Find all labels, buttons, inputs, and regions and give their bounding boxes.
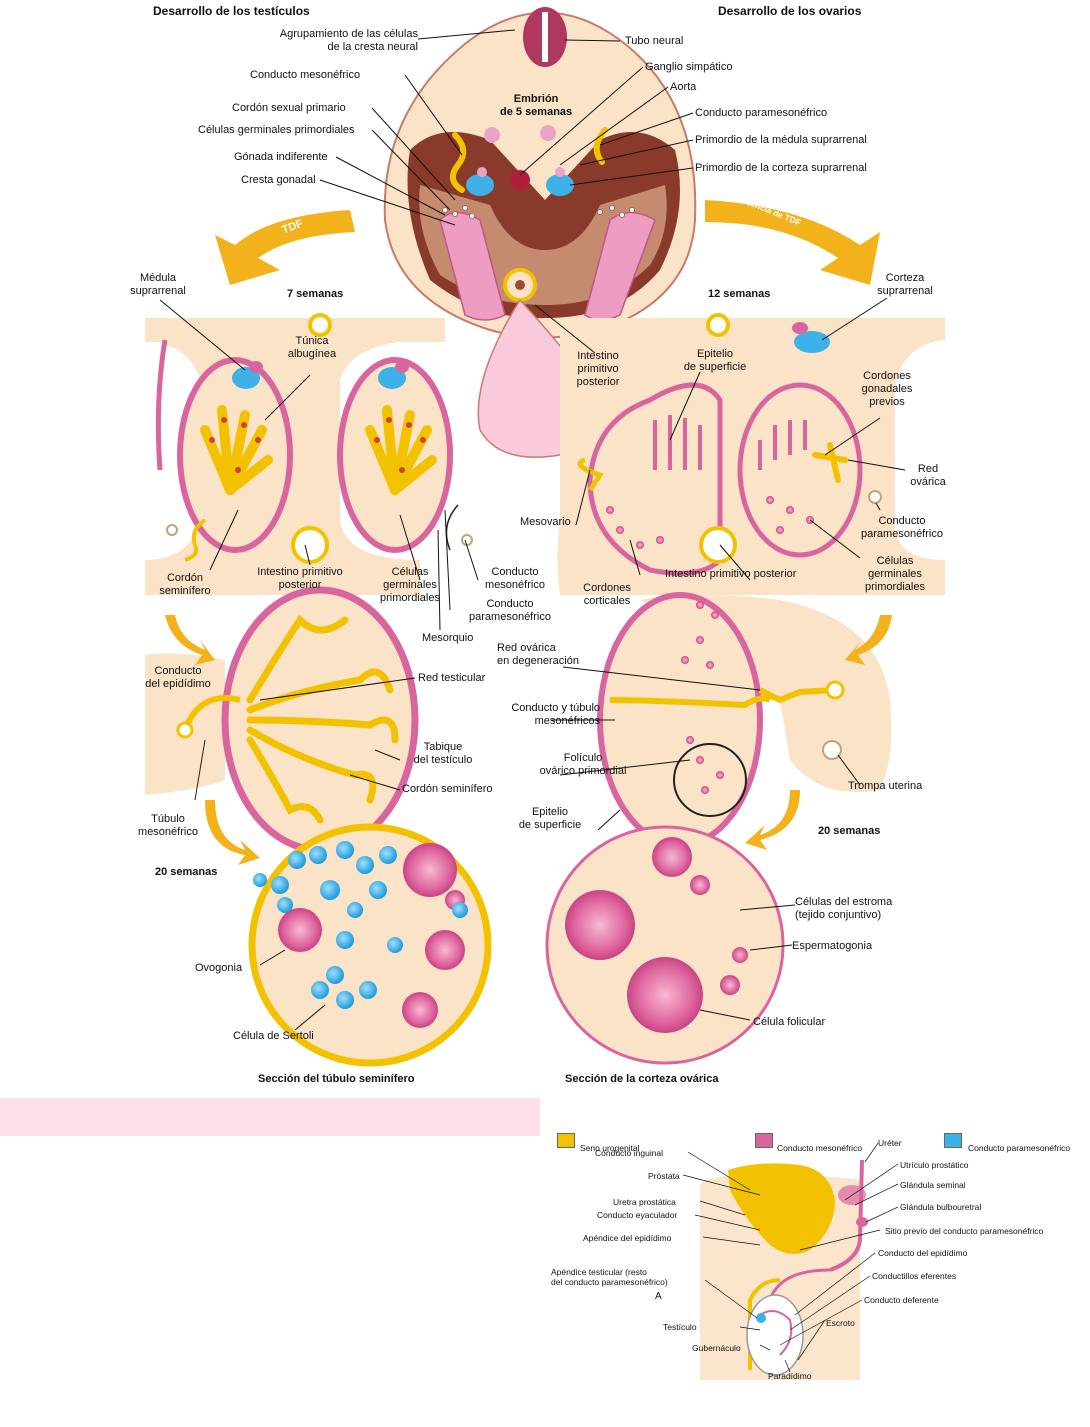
label-hindgut-left: Intestino primitivo posterior	[257, 566, 343, 591]
figb-panel-letter: A	[655, 1291, 662, 1302]
ovarian-cortex-section	[545, 825, 785, 1065]
legend-label-paramesonephric: Conducto paramesonéfrico	[968, 1143, 1071, 1153]
figure-b-leaders	[682, 1142, 899, 1373]
week-20-left-label: 20 semanas	[155, 866, 218, 878]
embryo-5-weeks-label: Embrión de 5 semanas	[500, 93, 573, 118]
label-epididymal-duct: Conducto del epidídimo	[145, 665, 211, 690]
section-seminiferous-title: Sección del túbulo seminífero	[258, 1073, 415, 1085]
figb-vas-deferens: Conducto deferente	[864, 1295, 939, 1305]
label-neural-tube: Tubo neural	[625, 35, 684, 47]
figb-efferent: Conductillos eferentes	[872, 1271, 957, 1281]
label-paramesonephric-duct-left: Conducto paramesonéfrico	[469, 598, 551, 623]
label-primordial-follicle: Folículo ovárico primordial	[539, 752, 627, 777]
legend-label-urogenital-sinus: Seno urogenital	[580, 1143, 640, 1153]
label-paramesonephric-duct-right: Conducto paramesonéfrico	[861, 515, 943, 540]
label-adrenal-medulla-primordium: Primordio de la médula suprarrenal	[695, 134, 867, 146]
label-degenerating-rete: Red ovárica en degeneración	[497, 642, 579, 667]
figb-prostate: Próstata	[648, 1171, 680, 1181]
no-tdf-arrow	[705, 200, 880, 285]
figb-testis: Testículo	[663, 1322, 697, 1332]
label-tunica-albuginea: Túnica albugínea	[287, 335, 337, 360]
label-mesovarium: Mesovario	[520, 516, 571, 528]
figb-prostatic-urethra: Uretra prostática	[613, 1197, 676, 1207]
label-uterine-tube: Trompa uterina	[848, 780, 923, 792]
testis-20-weeks	[145, 586, 419, 854]
label-paramesonephric-duct: Conducto paramesonéfrico	[695, 107, 828, 119]
label-neural-crest: Agrupamiento de las células de la cresta…	[279, 28, 418, 53]
embryo-section	[383, 7, 697, 458]
label-previous-gonadal-cords: Cordones gonadales previos	[861, 370, 913, 408]
label-aorta: Aorta	[670, 81, 697, 93]
tdf-arrow	[215, 210, 355, 285]
figb-appendix-epididymis: Apéndice del epidídimo	[583, 1233, 672, 1243]
stage-12-weeks	[557, 313, 945, 595]
figb-inguinal-canal: Conducto inguinal	[595, 1148, 664, 1158]
figb-scrotum: Escroto	[826, 1318, 855, 1328]
label-sympathetic-ganglion: Ganglio simpático	[645, 61, 733, 73]
label-surface-epithelium-top: Epitelio de superficie	[683, 348, 747, 373]
legend-label-mesonephric: Conducto mesonéfrico	[777, 1143, 863, 1153]
label-mesonephric-duct-left: Conducto mesonéfrico	[485, 566, 545, 591]
figb-gubernaculum: Gubernáculo	[692, 1343, 741, 1353]
label-cortical-cords: Cordones corticales	[583, 582, 631, 607]
seminiferous-section	[248, 823, 492, 1067]
week-12-label: 12 semanas	[708, 288, 771, 300]
figb-paradidymis: Paradídimo	[768, 1371, 812, 1381]
label-indifferent-gonad: Gónada indiferente	[234, 151, 328, 163]
label-adrenal-cortex-primordium: Primordio de la corteza suprarrenal	[695, 162, 867, 174]
label-sertoli-cell: Célula de Sertoli	[233, 1030, 314, 1042]
male-ducts-figure	[700, 1159, 868, 1380]
ovary-20-weeks	[597, 592, 892, 848]
label-spermatogonium: Espermatogonia	[792, 940, 873, 952]
label-oogonium: Ovogonia	[195, 962, 243, 974]
label-germ-cells-left: Células germinales primordiales	[380, 566, 440, 604]
label-seminiferous-cord-2: Cordón seminífero	[402, 783, 493, 795]
leader-lines	[159, 29, 906, 1031]
figb-bulbourethral: Glándula bulbouretral	[900, 1202, 982, 1212]
label-adrenal-cortex: Corteza suprarrenal	[877, 272, 933, 297]
label-ovarian-rete: Red ovárica	[910, 463, 946, 488]
figb-utriculus: Utrículo prostático	[900, 1160, 969, 1170]
label-testis-septum: Tabique del testículo	[413, 741, 473, 766]
stage-7-weeks	[145, 313, 473, 595]
legend-swatch-urogenital-sinus	[557, 1133, 575, 1148]
legend-swatch-paramesonephric	[944, 1133, 962, 1148]
figb-ejaculatory-duct: Conducto eyaculador	[597, 1210, 678, 1220]
label-hindgut: Intestino primitivo posterior	[576, 350, 620, 388]
label-follicular-cell: Célula folicular	[753, 1016, 826, 1028]
figb-former-paramesonephric: Sitio previo del conducto paramesonéfric…	[885, 1226, 1044, 1236]
label-mesonephric-tubule: Túbulo mesonéfrico	[138, 813, 198, 838]
label-primordial-germ-cells: Células germinales primordiales	[198, 124, 355, 136]
label-rete-testis: Red testicular	[418, 672, 486, 684]
legend-swatch-mesonephric	[755, 1133, 773, 1148]
highlight-band	[0, 1098, 540, 1136]
heading-testes-development: Desarrollo de los testículos	[153, 4, 310, 18]
label-mesorchium: Mesorquio	[422, 632, 474, 644]
label-hindgut-right: Intestino primitivo posterior	[665, 568, 797, 580]
label-gonadal-ridge: Cresta gonadal	[241, 174, 316, 186]
label-primary-sex-cord: Cordón sexual primario	[232, 102, 346, 114]
figb-appendix-testis: Apéndice testicular (resto del conducto …	[551, 1267, 668, 1287]
label-mesonephric-duct-tubule: Conducto y túbulo mesonéfricos	[511, 702, 600, 727]
label-mesonephric-duct: Conducto mesonéfrico	[250, 69, 361, 81]
label-stromal-cells: Células del estroma (tejido conjuntivo)	[795, 896, 893, 921]
figb-epididymal-duct: Conducto del epidídimo	[878, 1248, 968, 1258]
week-7-label: 7 semanas	[287, 288, 344, 300]
figb-seminal-gland: Glándula seminal	[900, 1180, 966, 1190]
label-germ-cells-right: Células germinales primordiales	[865, 555, 925, 593]
label-adrenal-medulla: Médula suprarrenal	[130, 272, 186, 297]
figb-ureter: Uréter	[878, 1138, 902, 1148]
label-surface-epithelium-bottom: Epitelio de superficie	[518, 806, 582, 831]
section-ovarian-cortex-title: Sección de la corteza ovárica	[565, 1073, 719, 1085]
heading-ovaries-development: Desarrollo de los ovarios	[718, 4, 862, 18]
label-seminiferous-cord: Cordón seminífero	[159, 572, 211, 597]
week-20-right-label: 20 semanas	[818, 825, 881, 837]
stage-arrows	[165, 615, 892, 865]
